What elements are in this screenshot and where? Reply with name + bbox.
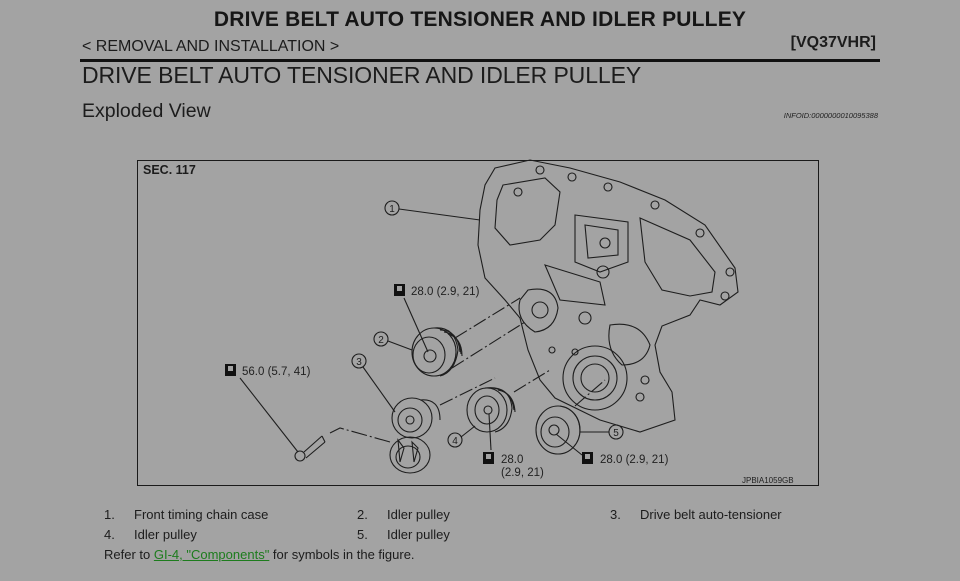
legend-number: 4.	[104, 527, 115, 542]
torque-spec-idler-4-line1: 28.0	[501, 454, 523, 466]
torque-icon	[225, 364, 236, 376]
components-link[interactable]: GI-4, "Components"	[153, 547, 270, 562]
header-divider	[80, 59, 880, 62]
legend-label: Drive belt auto-tensioner	[640, 507, 782, 522]
tensioner-bolt	[239, 377, 326, 462]
legend-label: Idler pulley	[134, 527, 197, 542]
torque-icon	[483, 452, 494, 464]
refer-note: Refer to GI-4, "Components" for symbols …	[104, 547, 415, 562]
drive-belt-auto-tensioner	[329, 377, 496, 474]
engine-code: [VQ37VHR]	[790, 34, 876, 51]
torque-spec-idler-2: 28.0 (2.9, 21)	[411, 286, 480, 298]
idler-pulley-5	[535, 379, 606, 456]
refer-suffix: for symbols in the figure.	[269, 547, 415, 562]
idler-pulley-4	[466, 369, 551, 451]
callout-5-number: 5	[613, 428, 619, 439]
callout-2-number: 2	[378, 335, 384, 346]
torque-spec-tensioner-bolt: 56.0 (5.7, 41)	[242, 366, 311, 378]
legend-label: Idler pulley	[387, 527, 450, 542]
exploded-view-figure	[137, 160, 819, 486]
document-header-title: DRIVE BELT AUTO TENSIONER AND IDLER PULL…	[213, 8, 747, 31]
torque-spec-idler-5: 28.0 (2.9, 21)	[600, 454, 669, 466]
info-id: INFOID:0000000010095388	[783, 111, 878, 120]
callout-4-number: 4	[452, 436, 458, 447]
callout-4	[447, 425, 476, 448]
legend-number: 2.	[357, 507, 368, 522]
torque-icon	[394, 284, 405, 296]
front-timing-chain-case	[477, 159, 739, 433]
callout-3	[351, 353, 396, 413]
page-title: DRIVE BELT AUTO TENSIONER AND IDLER PULL…	[82, 62, 642, 88]
breadcrumb: < REMOVAL AND INSTALLATION >	[82, 38, 340, 55]
torque-icon	[582, 452, 593, 464]
legend-number: 5.	[357, 527, 368, 542]
callout-5	[580, 424, 624, 440]
section-title: Exploded View	[82, 100, 211, 122]
legend-number: 1.	[104, 507, 115, 522]
section-number: SEC. 117	[143, 163, 196, 177]
callout-2	[373, 331, 413, 351]
torque-spec-idler-4-line2: (2.9, 21)	[501, 467, 544, 479]
refer-prefix: Refer to	[104, 547, 154, 562]
callout-1	[384, 200, 481, 221]
idler-pulley-2	[411, 297, 526, 377]
legend-label: Idler pulley	[387, 507, 450, 522]
figure-code: JPBIA1059GB	[742, 476, 794, 485]
legend-number: 3.	[610, 507, 621, 522]
legend-label: Front timing chain case	[134, 507, 269, 522]
callout-1-number: 1	[389, 204, 395, 215]
callout-3-number: 3	[356, 357, 362, 368]
